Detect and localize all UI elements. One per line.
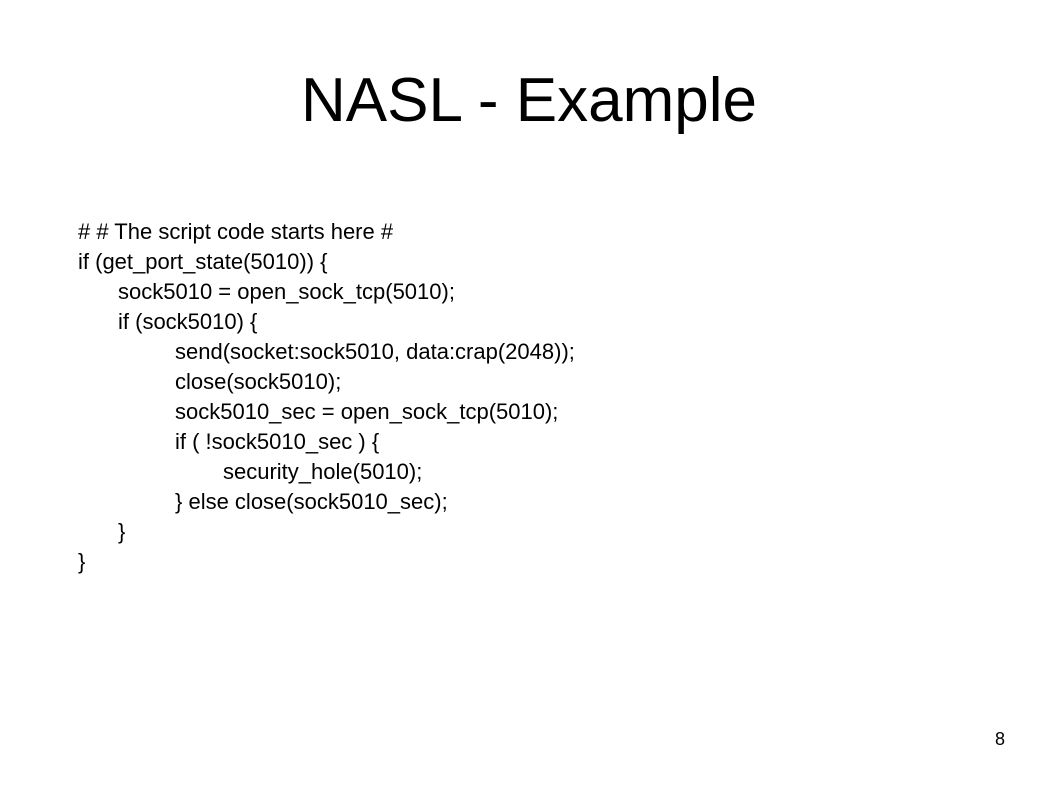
- code-line: close(sock5010);: [175, 369, 342, 394]
- code-line: sock5010 = open_sock_tcp(5010);: [118, 279, 455, 304]
- slide-title: NASL - Example: [301, 66, 757, 135]
- code-line: security_hole(5010);: [223, 459, 423, 484]
- code-line: } else close(sock5010_sec);: [175, 489, 448, 514]
- code-line: }: [78, 549, 86, 574]
- slide-number: 8: [994, 729, 1005, 749]
- code-line: sock5010_sec = open_sock_tcp(5010);: [175, 399, 559, 424]
- code-line: if (get_port_state(5010)) {: [78, 249, 328, 274]
- code-line: if (sock5010) {: [118, 309, 258, 334]
- code-line: }: [118, 519, 126, 544]
- code-line: # # The script code starts here #: [78, 219, 394, 244]
- code-line: if ( !sock5010_sec ) {: [175, 429, 380, 454]
- code-line: send(socket:sock5010, data:crap(2048));: [175, 339, 575, 364]
- code-block: # # The script code starts here # if (ge…: [78, 217, 978, 577]
